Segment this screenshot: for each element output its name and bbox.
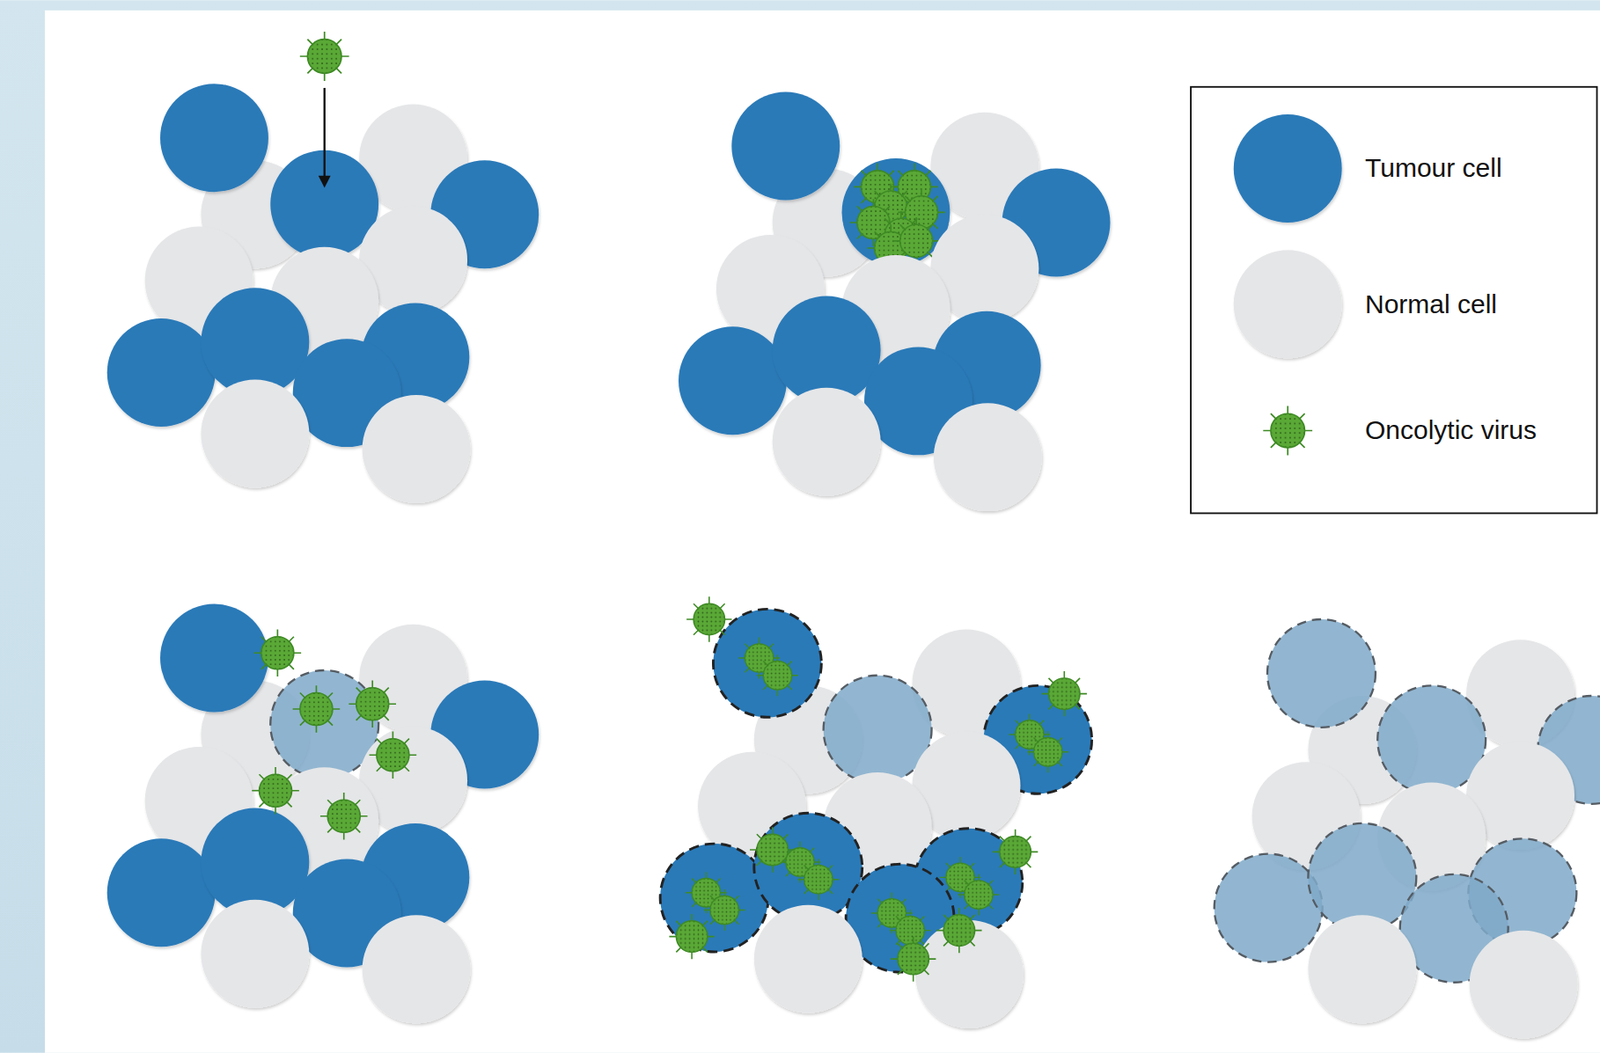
oncolytic-virus: [957, 874, 999, 917]
oncolytic-virus: [369, 731, 418, 779]
normal-cell: [200, 380, 309, 489]
oncolytic-virus: [1262, 406, 1313, 456]
panel-2: [678, 92, 1110, 513]
tumour-cell: [107, 838, 216, 947]
oncolytic-virus: [348, 680, 397, 728]
normal-cell: [362, 915, 471, 1024]
legend-swatch: [1233, 114, 1343, 223]
normal-cell: [1469, 931, 1578, 1040]
oncolytic-virus: [936, 908, 982, 954]
cell-groups: [107, 31, 1600, 1039]
lysed-tumour-cell: [270, 670, 379, 779]
oncolytic-virus: [756, 654, 799, 697]
oncolytic-virus: [890, 936, 936, 982]
normal-cell: [362, 395, 471, 504]
oncolytic-virus: [254, 629, 302, 677]
tumour-cell: [160, 604, 269, 713]
oncolytic-virus: [749, 827, 795, 873]
tumour-cell: [678, 326, 787, 435]
lysed-tumour-cell: [1267, 619, 1376, 728]
normal-cell: [772, 388, 881, 497]
oncolytic-virus: [251, 767, 300, 815]
panel-1: [107, 83, 539, 504]
panel-5: [1214, 619, 1600, 1040]
tumour-cell: [160, 83, 269, 192]
legend-swatches: [1233, 114, 1343, 456]
normal-cell: [933, 403, 1043, 512]
legend-label: Oncolytic virus: [1365, 415, 1537, 446]
normal-cell: [200, 900, 309, 1009]
legend-label: Normal cell: [1365, 289, 1498, 320]
oncolytic-virus: [293, 685, 341, 734]
lysed-tumour-cell: [1377, 685, 1486, 794]
oncolytic-virus: [1042, 671, 1087, 717]
tumour-cell: [107, 318, 216, 427]
oncolytic-virus: [992, 829, 1038, 875]
oncolytic-virus: [320, 792, 368, 841]
legend-label: Tumour cell: [1365, 153, 1503, 184]
legend-swatch: [1233, 249, 1343, 359]
oncolytic-virus: [668, 914, 714, 960]
oncolytic-virus: [300, 31, 350, 81]
oncolytic-virus: [686, 596, 732, 642]
panel-ground: [44, 10, 1600, 1053]
entry-arrow: [323, 88, 326, 179]
legend-box: [1190, 87, 1597, 514]
oncolytic-virus: [1027, 731, 1069, 773]
normal-cell: [1307, 915, 1417, 1024]
arrow-head: [318, 176, 331, 189]
panel-4: [660, 609, 1092, 1029]
panel-3: [107, 604, 539, 1025]
oncolytic-virus: [704, 889, 746, 932]
infected-tumour-cell: [712, 609, 822, 718]
lysed-tumour-cell: [1214, 854, 1323, 963]
tumour-cell: [731, 92, 840, 201]
normal-cell: [754, 905, 863, 1014]
lysed-tumour-cell: [823, 675, 933, 785]
oncolytic-virus: [797, 858, 839, 901]
